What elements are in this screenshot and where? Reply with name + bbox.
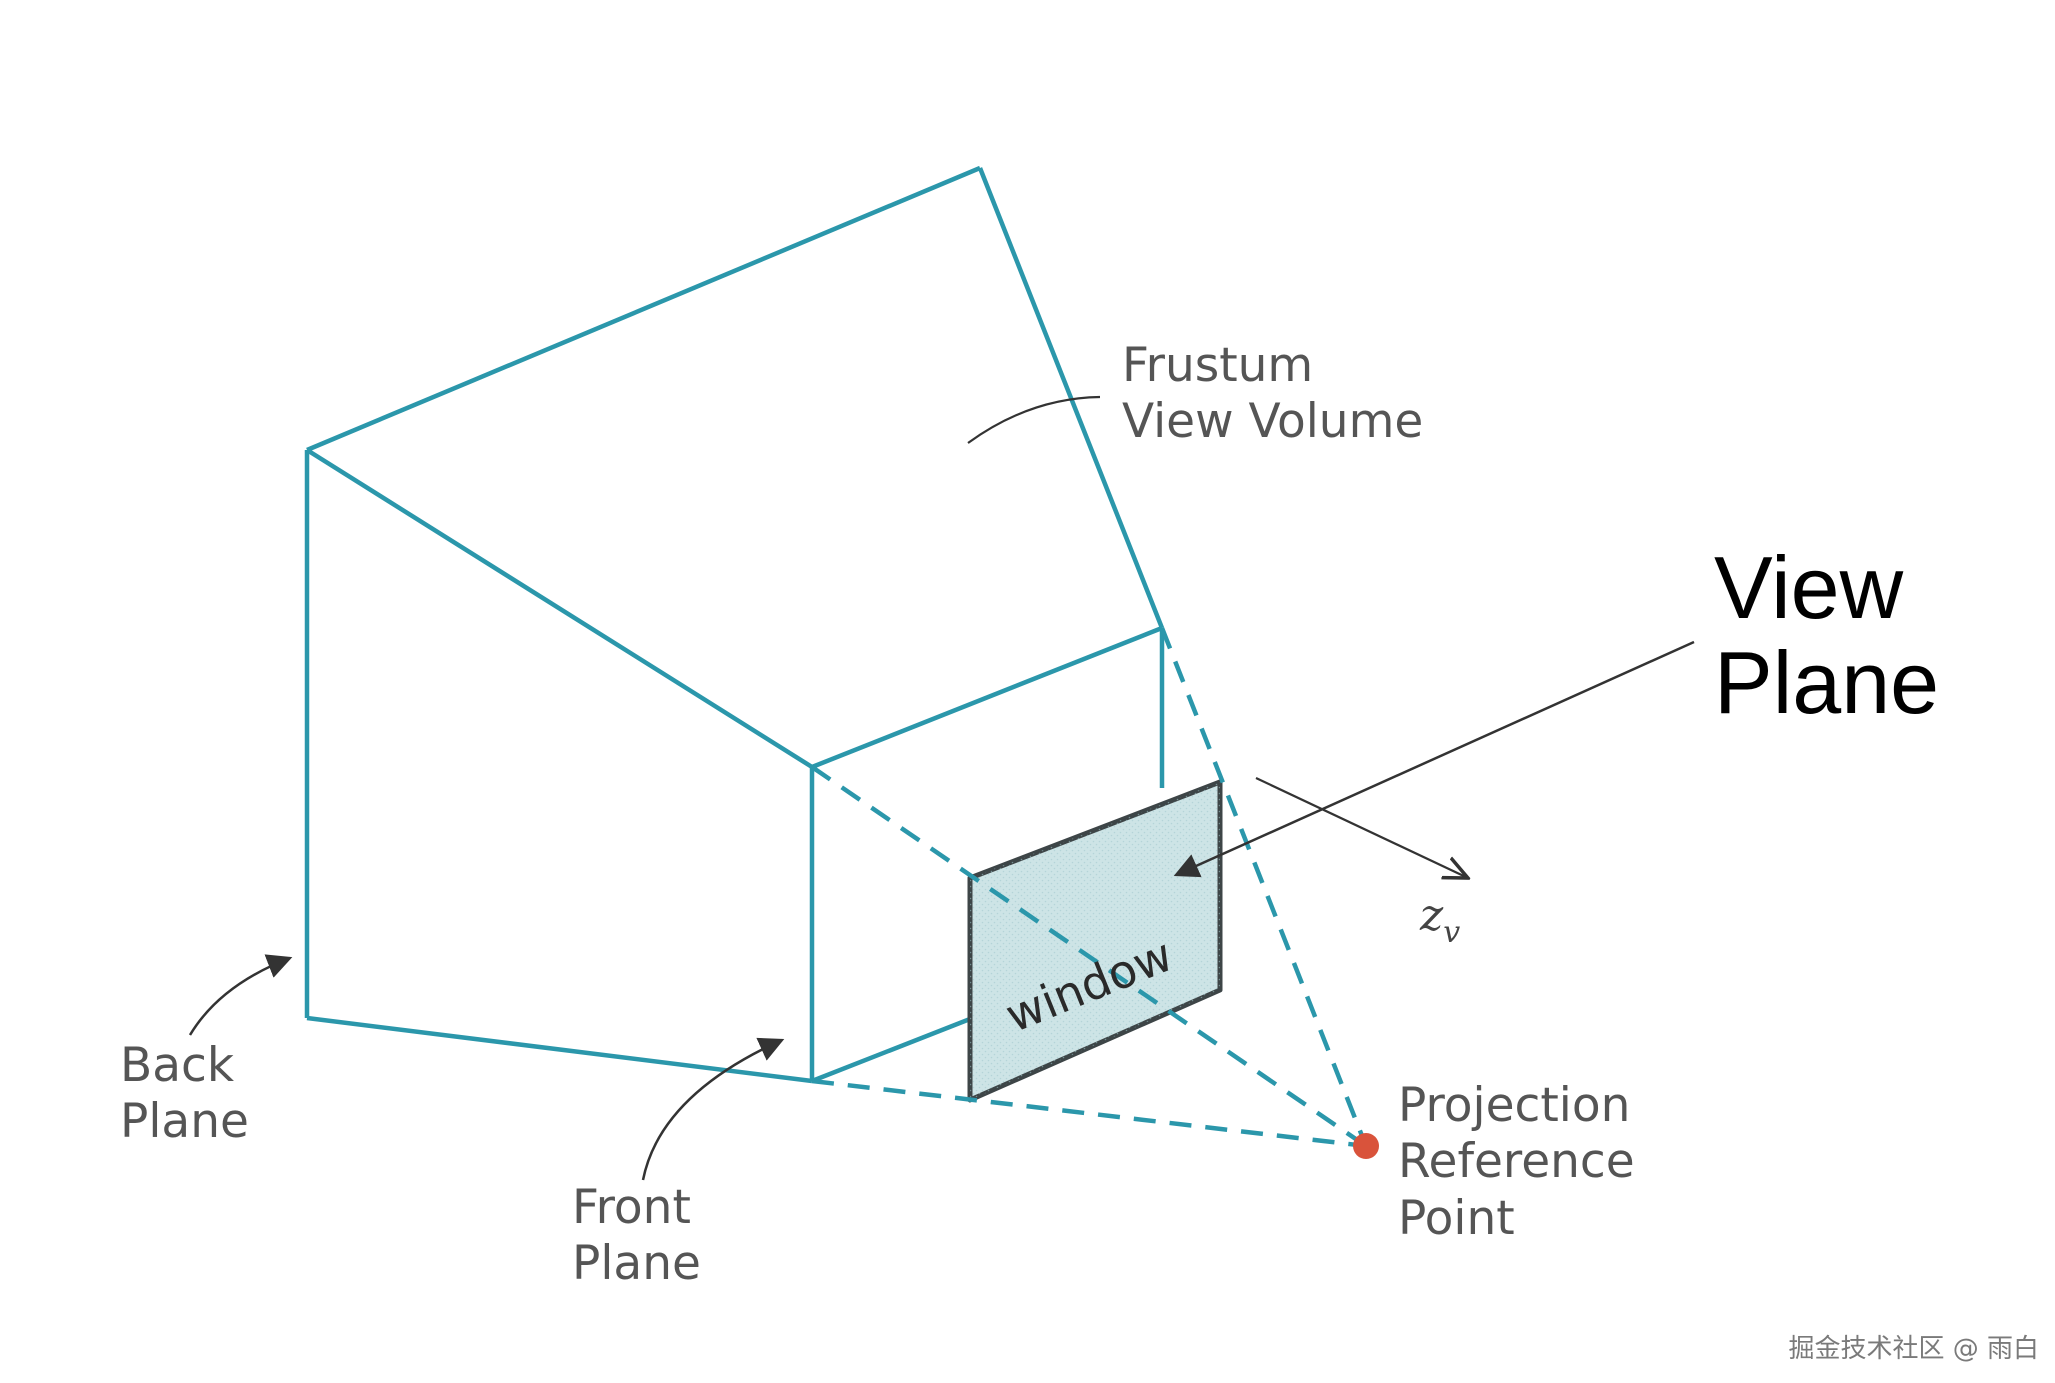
prp-label-line-1: Projection — [1398, 1078, 1631, 1133]
projection-dashed-lines — [810, 627, 1369, 1149]
back-plane-top-edge — [306, 165, 981, 453]
view-plane-arrow — [1173, 640, 1695, 878]
front-plane-bottom-edge — [811, 1016, 971, 1084]
projector-from-front-bottom-left — [811, 1078, 1367, 1149]
front-plane-arrow — [641, 1037, 785, 1181]
back-plane-arrow — [188, 954, 293, 1036]
leader-lines — [188, 395, 1695, 1181]
view-plane-label-line-2: Plane — [1714, 633, 1940, 733]
front-plane-label-line-2: Plane — [572, 1236, 701, 1292]
prp-label-line-2: Reference — [1398, 1134, 1635, 1190]
projector-from-front-top-left — [810, 765, 1368, 1148]
front-plane-label-line-1: Front — [572, 1180, 691, 1235]
front-plane-label: Front Plane — [572, 1180, 701, 1293]
frustum-label-line-2: View Volume — [1122, 394, 1424, 450]
z-axis-letter: z — [1419, 890, 1444, 941]
top-right-lateral-edge — [977, 167, 1165, 629]
watermark: 掘金技术社区 @ 雨白 — [1788, 1334, 2039, 1364]
frustum-label-line-1: Frustum — [1122, 338, 1314, 393]
view-plane-label-line-1: View — [1714, 538, 1904, 637]
frustum-view-volume-label: Frustum View Volume — [1122, 338, 1423, 451]
view-plane-label: View Plane — [1714, 540, 1939, 730]
back-plane-label-line-2: Plane — [120, 1094, 249, 1150]
projection-reference-point-marker — [1353, 1133, 1379, 1159]
projection-reference-point-label: Projection Reference Point — [1398, 1078, 1635, 1247]
back-plane-label-line-1: Back — [120, 1038, 235, 1093]
front-plane-top-edge — [811, 625, 1163, 770]
prp-label-line-3: Point — [1398, 1190, 1515, 1246]
projector-from-front-top-right — [1159, 627, 1369, 1147]
window-texture — [970, 782, 1220, 1100]
z-axis-subscript: v — [1443, 915, 1460, 950]
z-axis-label: zv — [1419, 890, 1460, 950]
back-plane-label: Back Plane — [120, 1038, 249, 1151]
top-left-lateral-edge — [305, 448, 814, 769]
z-axis-arrow — [1255, 777, 1468, 878]
back-plane-bottom-edge — [306, 1015, 813, 1084]
frustum-leader-curve — [967, 395, 1101, 444]
frustum-solid-edges — [304, 165, 1165, 1084]
